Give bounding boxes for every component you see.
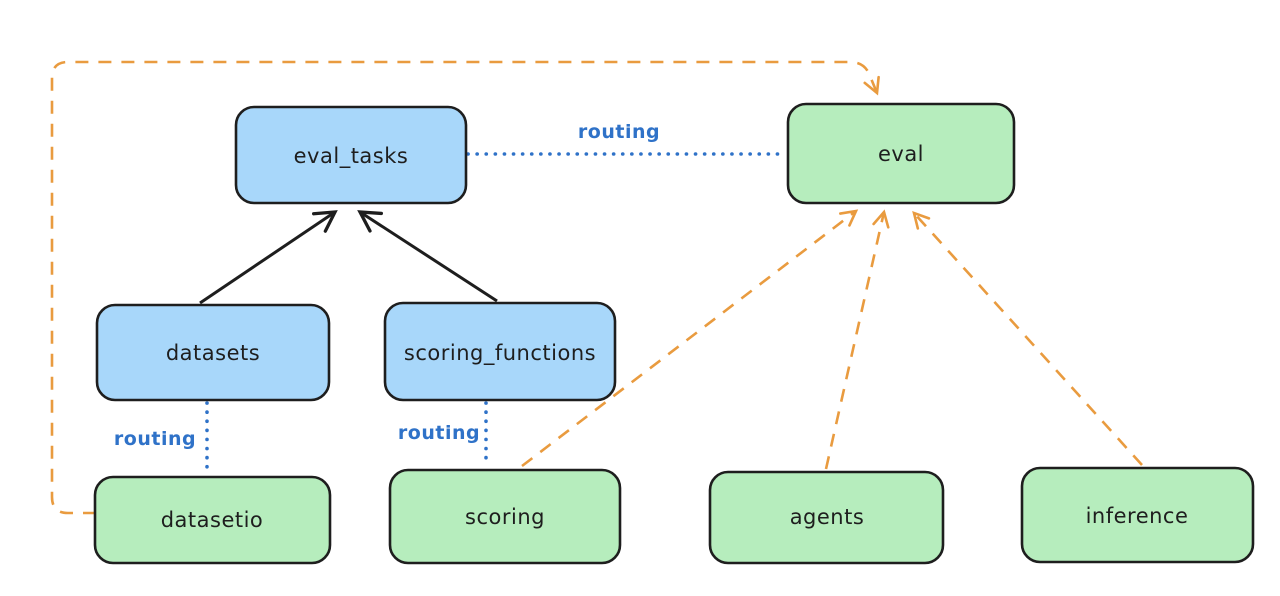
edge-datasets-to-eval-tasks — [199, 210, 338, 305]
routing-label-scoring: routing — [398, 422, 480, 444]
edge-scoring-to-eval — [521, 209, 859, 468]
node-datasetio: datasetio — [93, 475, 332, 565]
edge-agents-to-eval — [824, 209, 890, 470]
node-eval-label: eval — [878, 142, 924, 166]
node-inference-label: inference — [1086, 504, 1189, 528]
node-scoring-functions: scoring_functions — [383, 301, 617, 402]
node-datasets: datasets — [95, 303, 331, 402]
node-agents-label: agents — [790, 505, 865, 529]
node-scoring: scoring — [388, 468, 622, 565]
node-datasets-label: datasets — [166, 341, 260, 365]
node-datasetio-label: datasetio — [161, 508, 264, 532]
node-scoring-functions-label: scoring_functions — [404, 341, 596, 366]
routing-label-datasets: routing — [114, 428, 196, 450]
edge-datasetio-to-eval-loop — [50, 60, 880, 515]
node-eval-tasks: eval_tasks — [234, 105, 468, 205]
edge-scoring-functions-to-eval-tasks — [357, 210, 498, 303]
routing-label-top: routing — [578, 121, 660, 143]
node-inference: inference — [1020, 466, 1255, 564]
edge-inference-to-eval — [912, 210, 1143, 466]
node-eval: eval — [786, 102, 1016, 205]
node-eval-tasks-label: eval_tasks — [294, 144, 409, 169]
node-agents: agents — [708, 470, 945, 565]
node-scoring-label: scoring — [465, 505, 545, 529]
